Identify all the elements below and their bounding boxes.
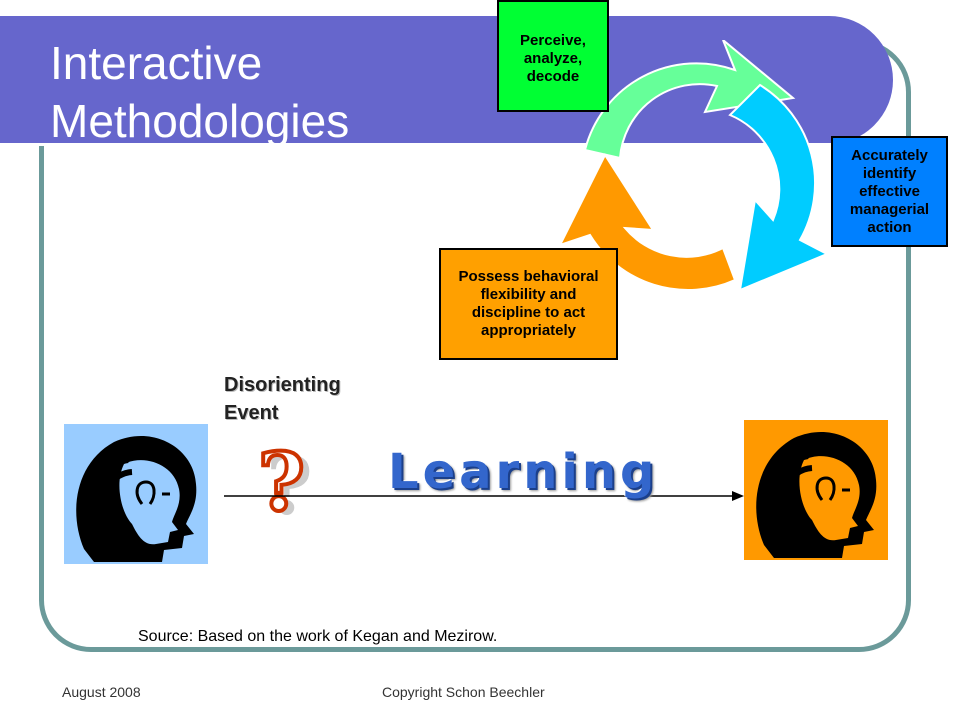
orange-cycle-arrow (558, 152, 737, 291)
title-line-1: Interactive (50, 37, 263, 89)
title-line-2: Methodologies (50, 95, 350, 147)
perceive-box: Perceive, analyze, decode (497, 0, 609, 112)
source-note: Source: Based on the work of Kegan and M… (138, 628, 498, 645)
learning-label: Learning (388, 444, 659, 500)
identify-box: Accurately identify effective managerial… (831, 136, 948, 247)
slide-title: Interactive Methodologies (50, 34, 349, 150)
head-profile-icon (76, 436, 197, 562)
green-cycle-arrow (583, 40, 796, 160)
question-mark-icon: ? ? (256, 446, 312, 526)
question-shadow: ? (266, 446, 312, 526)
disorienting-event-label: Disorienting Event (224, 371, 341, 427)
blue-cycle-arrow (728, 83, 830, 292)
event-line-2: Event (224, 402, 279, 424)
possess-box: Possess behavioral flexibility and disci… (439, 248, 618, 360)
title-rule (0, 143, 850, 146)
head-profile-icon (756, 432, 877, 558)
footer-date: August 2008 (62, 684, 141, 700)
cycle-arrows-icon (558, 40, 830, 292)
head-profile-icon-left (64, 424, 208, 564)
transformation-arrow (224, 491, 744, 501)
question-glyph: ? (258, 446, 305, 526)
footer-copyright: Copyright Schon Beechler (382, 684, 545, 700)
event-line-1: Disorienting (224, 374, 341, 396)
head-profile-icon-right (744, 420, 888, 560)
